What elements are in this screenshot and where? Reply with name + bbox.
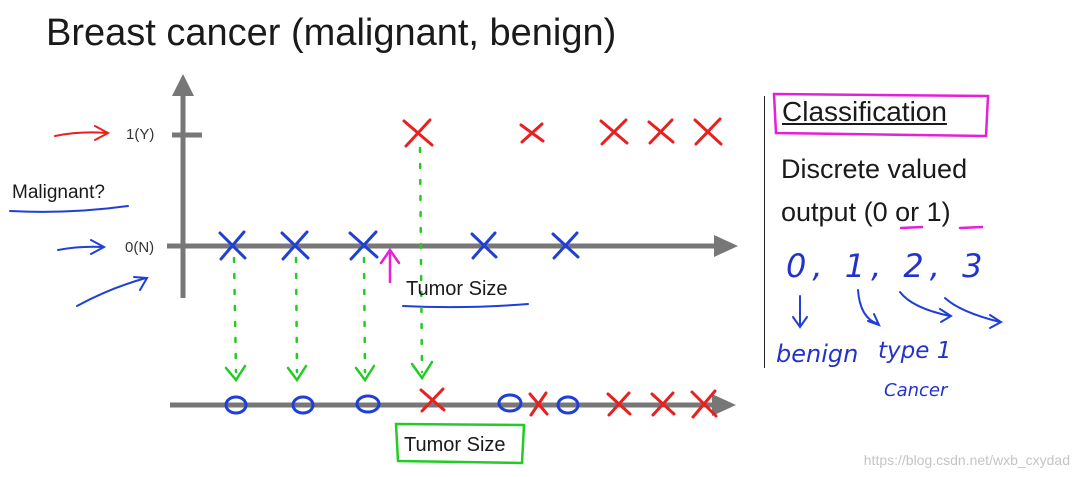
chevron-down-icon: [224, 364, 247, 383]
chevron-down-icon: [286, 364, 308, 383]
benign-point: [280, 230, 310, 261]
bottom-axis-arrowhead: [712, 394, 736, 416]
malignant-point: [599, 118, 629, 146]
malignant-point: [690, 389, 718, 419]
red-arrow-icon: [54, 125, 111, 141]
malignant-point: [519, 122, 545, 144]
guide-line: [362, 256, 367, 374]
benign-points: [218, 230, 580, 261]
chevron-down-icon: [410, 360, 434, 381]
benign-circle: [556, 395, 580, 415]
curved-arrow-icon: [899, 291, 953, 323]
benign-circle: [355, 394, 381, 414]
chevron-down-icon: [354, 364, 376, 383]
malignant-point: [402, 118, 434, 148]
guide-line: [418, 146, 424, 374]
one-underline: [958, 225, 984, 230]
projection-guides: [232, 146, 424, 374]
y-axis-question-label: Malignant?: [12, 182, 105, 203]
bottom-axis: [170, 394, 736, 416]
malignant-point: [693, 117, 723, 146]
value-or: or: [887, 197, 927, 227]
page-title: Breast cancer (malignant, benign): [46, 12, 617, 54]
description-suffix: ): [941, 197, 951, 227]
cancer-handwriting: Cancer: [884, 380, 948, 401]
benign-point: [348, 230, 379, 261]
curved-arrow-icon: [944, 297, 1003, 329]
classification-description: Discrete valued output (0 or 1): [781, 148, 967, 234]
malignant-point: [528, 391, 549, 417]
malignant-underline: [9, 205, 129, 213]
x-axis-arrowhead: [714, 235, 738, 257]
malignant-point: [606, 391, 632, 417]
watermark: https://blog.csdn.net/wxb_cxydad: [863, 452, 1070, 468]
benign-circle: [224, 395, 248, 415]
benign-circle: [497, 393, 523, 413]
value-one: 1: [926, 197, 942, 227]
malignant-point: [419, 387, 446, 413]
down-arrow-icon: [792, 295, 808, 329]
class-values-handwriting: 0, 1, 2, 3: [786, 247, 989, 285]
zero-underline: [899, 225, 924, 230]
classification-highlight-box: [772, 92, 990, 138]
description-line-1: Discrete valued: [781, 154, 968, 184]
panel-divider: [764, 96, 765, 368]
tumor-size-underline: [402, 303, 529, 309]
bottom-benign-points: [224, 393, 580, 415]
malignant-point: [647, 118, 675, 145]
y-tick-label-yes: 1(Y): [126, 126, 155, 143]
bottom-malignant-points: [419, 387, 718, 419]
y-axis-arrowhead: [172, 74, 194, 96]
classification-heading: Classification: [782, 96, 947, 127]
x-axis-label: Tumor Size: [406, 278, 508, 300]
benign-point: [218, 230, 247, 261]
blue-arrow-icon: [57, 239, 107, 255]
benign-handwriting: benign: [776, 340, 859, 368]
y-tick-label-no: 0(N): [125, 239, 155, 256]
benign-point: [470, 231, 498, 260]
malignant-points: [402, 117, 723, 148]
curved-arrow-icon: [857, 289, 881, 327]
main-axes: [167, 74, 738, 298]
guide-line: [294, 256, 299, 374]
tumor-size-highlight-box: [394, 422, 526, 465]
benign-point: [551, 231, 580, 260]
threshold-arrow-icon: [379, 247, 401, 284]
value-zero: 0: [872, 197, 888, 227]
benign-circle: [291, 395, 315, 415]
description-prefix: output (: [781, 197, 873, 227]
bottom-axis-label: Tumor Size: [404, 434, 506, 456]
malignant-point: [650, 391, 676, 417]
guide-line: [232, 256, 238, 374]
type1-handwriting: type 1: [878, 338, 952, 364]
blue-slant-arrow-icon: [76, 276, 149, 307]
description-line-2: output (0 or 1): [781, 191, 967, 234]
